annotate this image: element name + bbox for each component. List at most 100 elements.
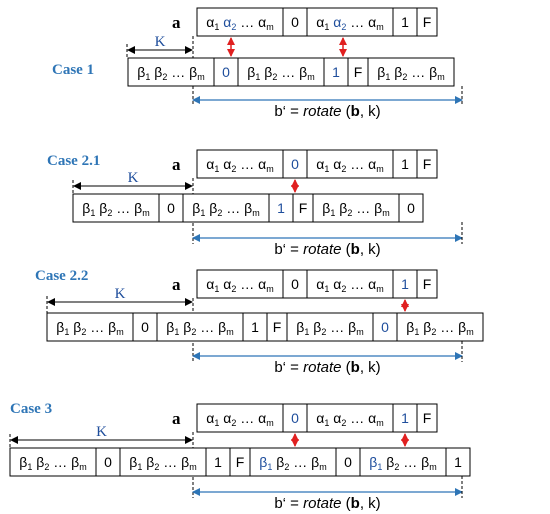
- cell-text: β1​ β2​ … βm​: [129, 454, 196, 472]
- cell-box: [242, 312, 268, 342]
- cell-text: β1​ β2​ … βm​: [296, 319, 363, 337]
- cell-text: F: [354, 64, 363, 80]
- cell-text: 1: [401, 276, 409, 292]
- cell-box: [282, 149, 308, 179]
- cell-text: 0: [291, 14, 299, 30]
- cell-text: 0: [222, 64, 230, 80]
- cell-box: [282, 7, 308, 37]
- cell-box: [306, 403, 394, 433]
- cell-box: [158, 193, 184, 223]
- cell-text: α1​ α2​ … αm​: [316, 14, 383, 32]
- cell-text: F: [299, 200, 308, 216]
- cell-box: [416, 269, 438, 299]
- a-row: α1​ α2​ … αm​0α1​ α2​ … αm​1F: [196, 403, 438, 433]
- cell-text: F: [423, 156, 432, 172]
- cell-box: [95, 447, 121, 477]
- rotate-formula: b‘ = rotate (b, k): [274, 359, 380, 376]
- cell-text: 1: [401, 156, 409, 172]
- rotate-formula: b‘ = rotate (b, k): [274, 103, 380, 120]
- cell-text: β1​ β2​ … βm​: [166, 319, 233, 337]
- cell-text: α1​ α2​ … αm​: [206, 14, 273, 32]
- cell-box: [367, 57, 455, 87]
- cell-text: α1​ α2​ … αm​: [206, 156, 273, 174]
- cell-box: [196, 149, 284, 179]
- cell-box: [196, 7, 284, 37]
- a-row: α1​ α2​ … αm​ 0 α1​ α2​ … αm​ 1F: [196, 7, 438, 37]
- a-label: a: [172, 275, 181, 294]
- cell-text: F: [423, 14, 432, 30]
- cell-text: β1​ β2​ … βm​: [406, 319, 473, 337]
- a-row: α1​ α2​ … αm​ 0 α1​ α2​ … αm​ 1F: [196, 149, 438, 179]
- cell-box: [196, 403, 284, 433]
- cell-text: F: [423, 276, 432, 292]
- cell-text: 1: [454, 454, 462, 470]
- cell-text: 1: [332, 64, 340, 80]
- cell-text: 0: [344, 454, 352, 470]
- cell-box: [286, 312, 374, 342]
- cell-box: [72, 193, 160, 223]
- cell-text: 1: [214, 454, 222, 470]
- cell-box: [306, 269, 394, 299]
- cell-text: 1: [277, 200, 285, 216]
- cell-text: 0: [291, 276, 299, 292]
- cell-text: 1: [401, 14, 409, 30]
- a-label: a: [172, 13, 181, 32]
- cell-box: [416, 7, 438, 37]
- cell-box: [237, 57, 325, 87]
- cell-text: F: [423, 410, 432, 426]
- k-label: K: [96, 424, 107, 440]
- cell-box: [182, 193, 270, 223]
- cell-text: α1​ α2​ … αm​: [206, 276, 273, 294]
- cell-text: 1: [251, 319, 259, 335]
- cell-box: [445, 447, 471, 477]
- cell-box: [9, 447, 97, 477]
- cell-text: α1​ α2​ … αm​: [316, 276, 383, 294]
- case-1: Case 1 aKb‘ = rotate (b, k): [52, 13, 463, 120]
- cell-text: 0: [291, 410, 299, 426]
- rotate-formula: b‘ = rotate (b, k): [274, 241, 380, 258]
- case-label: Case 3: [10, 401, 52, 417]
- cell-text: β1​ β2​ … βm​: [322, 200, 389, 218]
- case-label: Case 1: [52, 62, 94, 78]
- cell-box: [306, 149, 394, 179]
- cell-text: β1​ β2​ … βm​: [259, 454, 326, 472]
- cell-box: [416, 149, 438, 179]
- a-label: a: [172, 155, 181, 174]
- cell-text: 0: [291, 156, 299, 172]
- cell-text: 1: [401, 410, 409, 426]
- cell-box: [282, 269, 308, 299]
- cell-text: α1​ α2​ … αm​: [316, 156, 383, 174]
- cell-text: β1​ β2​ … βm​: [377, 64, 444, 82]
- cell-text: α1​ α2​ … αm​: [206, 410, 273, 428]
- cell-text: β1​ β2​ … βm​: [247, 64, 314, 82]
- cell-box: [416, 403, 438, 433]
- cell-text: 0: [104, 454, 112, 470]
- cell-text: 0: [141, 319, 149, 335]
- cell-text: β1​ β2​ … βm​: [19, 454, 86, 472]
- cell-text: β1​ β2​ … βm​: [192, 200, 259, 218]
- a-label: a: [172, 409, 181, 428]
- cell-text: β1​ β2​ … βm​: [369, 454, 436, 472]
- cell-text: β1​ β2​ … βm​: [56, 319, 123, 337]
- cell-text: F: [236, 454, 245, 470]
- cell-text: β1​ β2​ … βm​: [82, 200, 149, 218]
- cell-box: [392, 7, 418, 37]
- case-label: Case 2.2: [35, 268, 88, 284]
- cell-box: [396, 312, 484, 342]
- cell-box: [312, 193, 400, 223]
- a-row: α1​ α2​ … αm​ 0 α1​ α2​ … αm​ 1F: [196, 269, 438, 299]
- cell-box: [196, 269, 284, 299]
- cell-box: [127, 57, 215, 87]
- k-label: K: [155, 34, 166, 50]
- cell-text: F: [273, 319, 282, 335]
- cell-box: [132, 312, 158, 342]
- case-label: Case 2.1: [47, 153, 100, 169]
- cell-box: [392, 403, 418, 433]
- k-label: K: [115, 286, 126, 302]
